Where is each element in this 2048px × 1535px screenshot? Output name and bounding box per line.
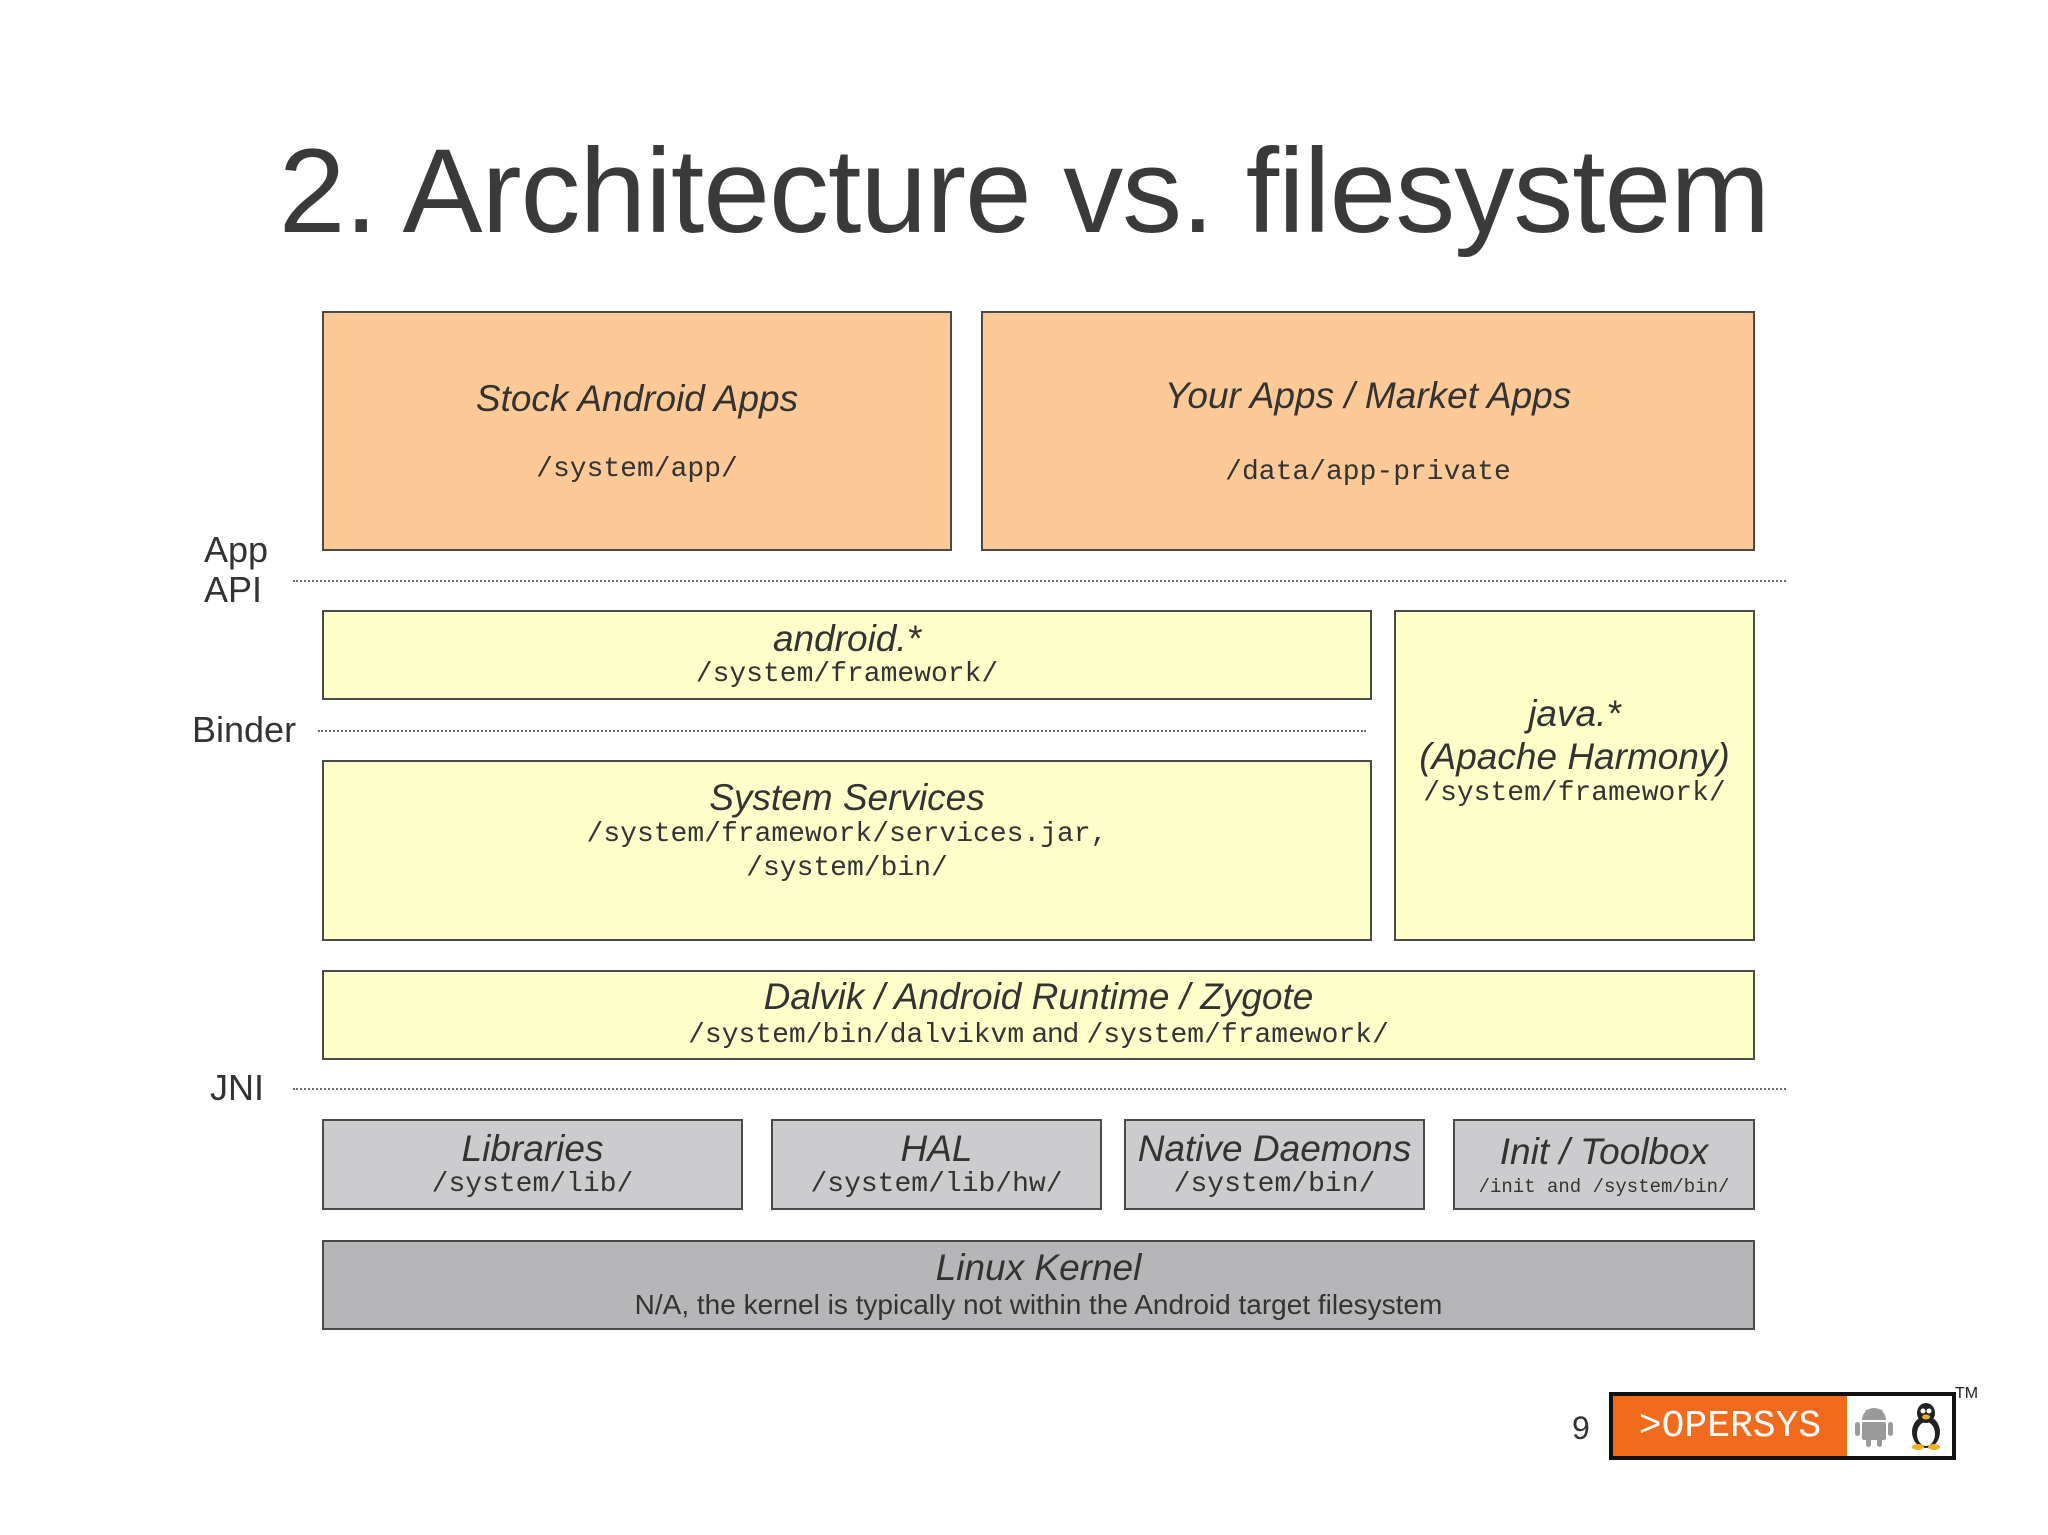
dalvik-paths: /system/bin/dalvikvm and /system/framewo…: [688, 1017, 1389, 1054]
android-icon: [1854, 1408, 1893, 1447]
dalvik-name: Dalvik / Android Runtime / Zygote: [763, 975, 1314, 1017]
native-daemons-path: /system/bin/: [1173, 1168, 1376, 1200]
native-daemons-name: Native Daemons: [1137, 1127, 1412, 1169]
hal-box: HAL /system/lib/hw/: [771, 1119, 1102, 1210]
system-services-box: System Services /system/framework/servic…: [322, 760, 1372, 941]
hal-path: /system/lib/hw/: [810, 1168, 1063, 1200]
system-services-path2: /system/bin/: [746, 853, 948, 884]
tux-penguin-icon: [1912, 1403, 1941, 1450]
libraries-path: /system/lib/: [431, 1168, 634, 1200]
trademark-mark: TM: [1955, 1385, 1979, 1402]
your-apps-name: Your Apps / Market Apps: [1164, 374, 1572, 416]
libraries-name: Libraries: [461, 1127, 604, 1169]
app-api-label-line2: API: [204, 569, 263, 610]
android-path: /system/framework/: [695, 659, 999, 690]
init-toolbox-path: /init and /system/bin/: [1478, 1175, 1730, 1198]
app-api-separator: [293, 580, 1786, 582]
init-toolbox-box: Init / Toolbox /init and /system/bin/: [1453, 1119, 1755, 1210]
dalvik-path-a: /system/bin/dalvikvm: [688, 1019, 1025, 1051]
java-harmony-box: java.* (Apache Harmony) /system/framewor…: [1394, 610, 1755, 941]
app-api-label-line1: App: [204, 529, 269, 570]
dalvik-path-b: /system/framework/: [1086, 1019, 1389, 1051]
linux-kernel-name: Linux Kernel: [935, 1247, 1142, 1288]
system-services-path: /system/framework/services.jar,: [586, 819, 1108, 850]
page-number: 9: [1572, 1410, 1590, 1446]
linux-kernel-note: N/A, the kernel is typically not within …: [634, 1289, 1443, 1320]
logo-icons: [1847, 1396, 1952, 1456]
android-name: android.*: [772, 618, 922, 659]
stock-android-apps-box: Stock Android Apps /system/app/: [322, 311, 952, 551]
your-apps-box: Your Apps / Market Apps /data/app-privat…: [981, 311, 1755, 551]
linux-kernel-box: Linux Kernel N/A, the kernel is typicall…: [322, 1240, 1755, 1330]
native-daemons-box: Native Daemons /system/bin/: [1124, 1119, 1425, 1210]
binder-label: Binder: [192, 709, 297, 750]
dalvik-runtime-box: Dalvik / Android Runtime / Zygote /syste…: [322, 970, 1755, 1060]
hal-name: HAL: [900, 1127, 973, 1169]
jni-label: JNI: [210, 1067, 264, 1108]
jni-separator: [293, 1088, 1786, 1090]
java-name: java.*: [1528, 692, 1621, 734]
dalvik-and: and: [1024, 1016, 1087, 1048]
opersys-logo-text: >OPERSYS: [1613, 1396, 1847, 1456]
binder-separator: [318, 730, 1366, 732]
java-name-line2: (Apache Harmony): [1419, 735, 1730, 777]
java-path: /system/framework/: [1423, 777, 1726, 809]
stock-apps-path: /system/app/: [536, 453, 738, 485]
opersys-logo: >OPERSYS: [1609, 1392, 1956, 1460]
android-framework-box: android.* /system/framework/: [322, 610, 1372, 700]
init-toolbox-name: Init / Toolbox: [1499, 1130, 1709, 1172]
system-services-name: System Services: [709, 777, 985, 818]
stock-apps-name: Stock Android Apps: [475, 377, 799, 419]
slide-title: 2. Architecture vs. filesystem: [278, 124, 1771, 258]
libraries-box: Libraries /system/lib/: [322, 1119, 743, 1210]
your-apps-path: /data/app-private: [1225, 456, 1511, 488]
